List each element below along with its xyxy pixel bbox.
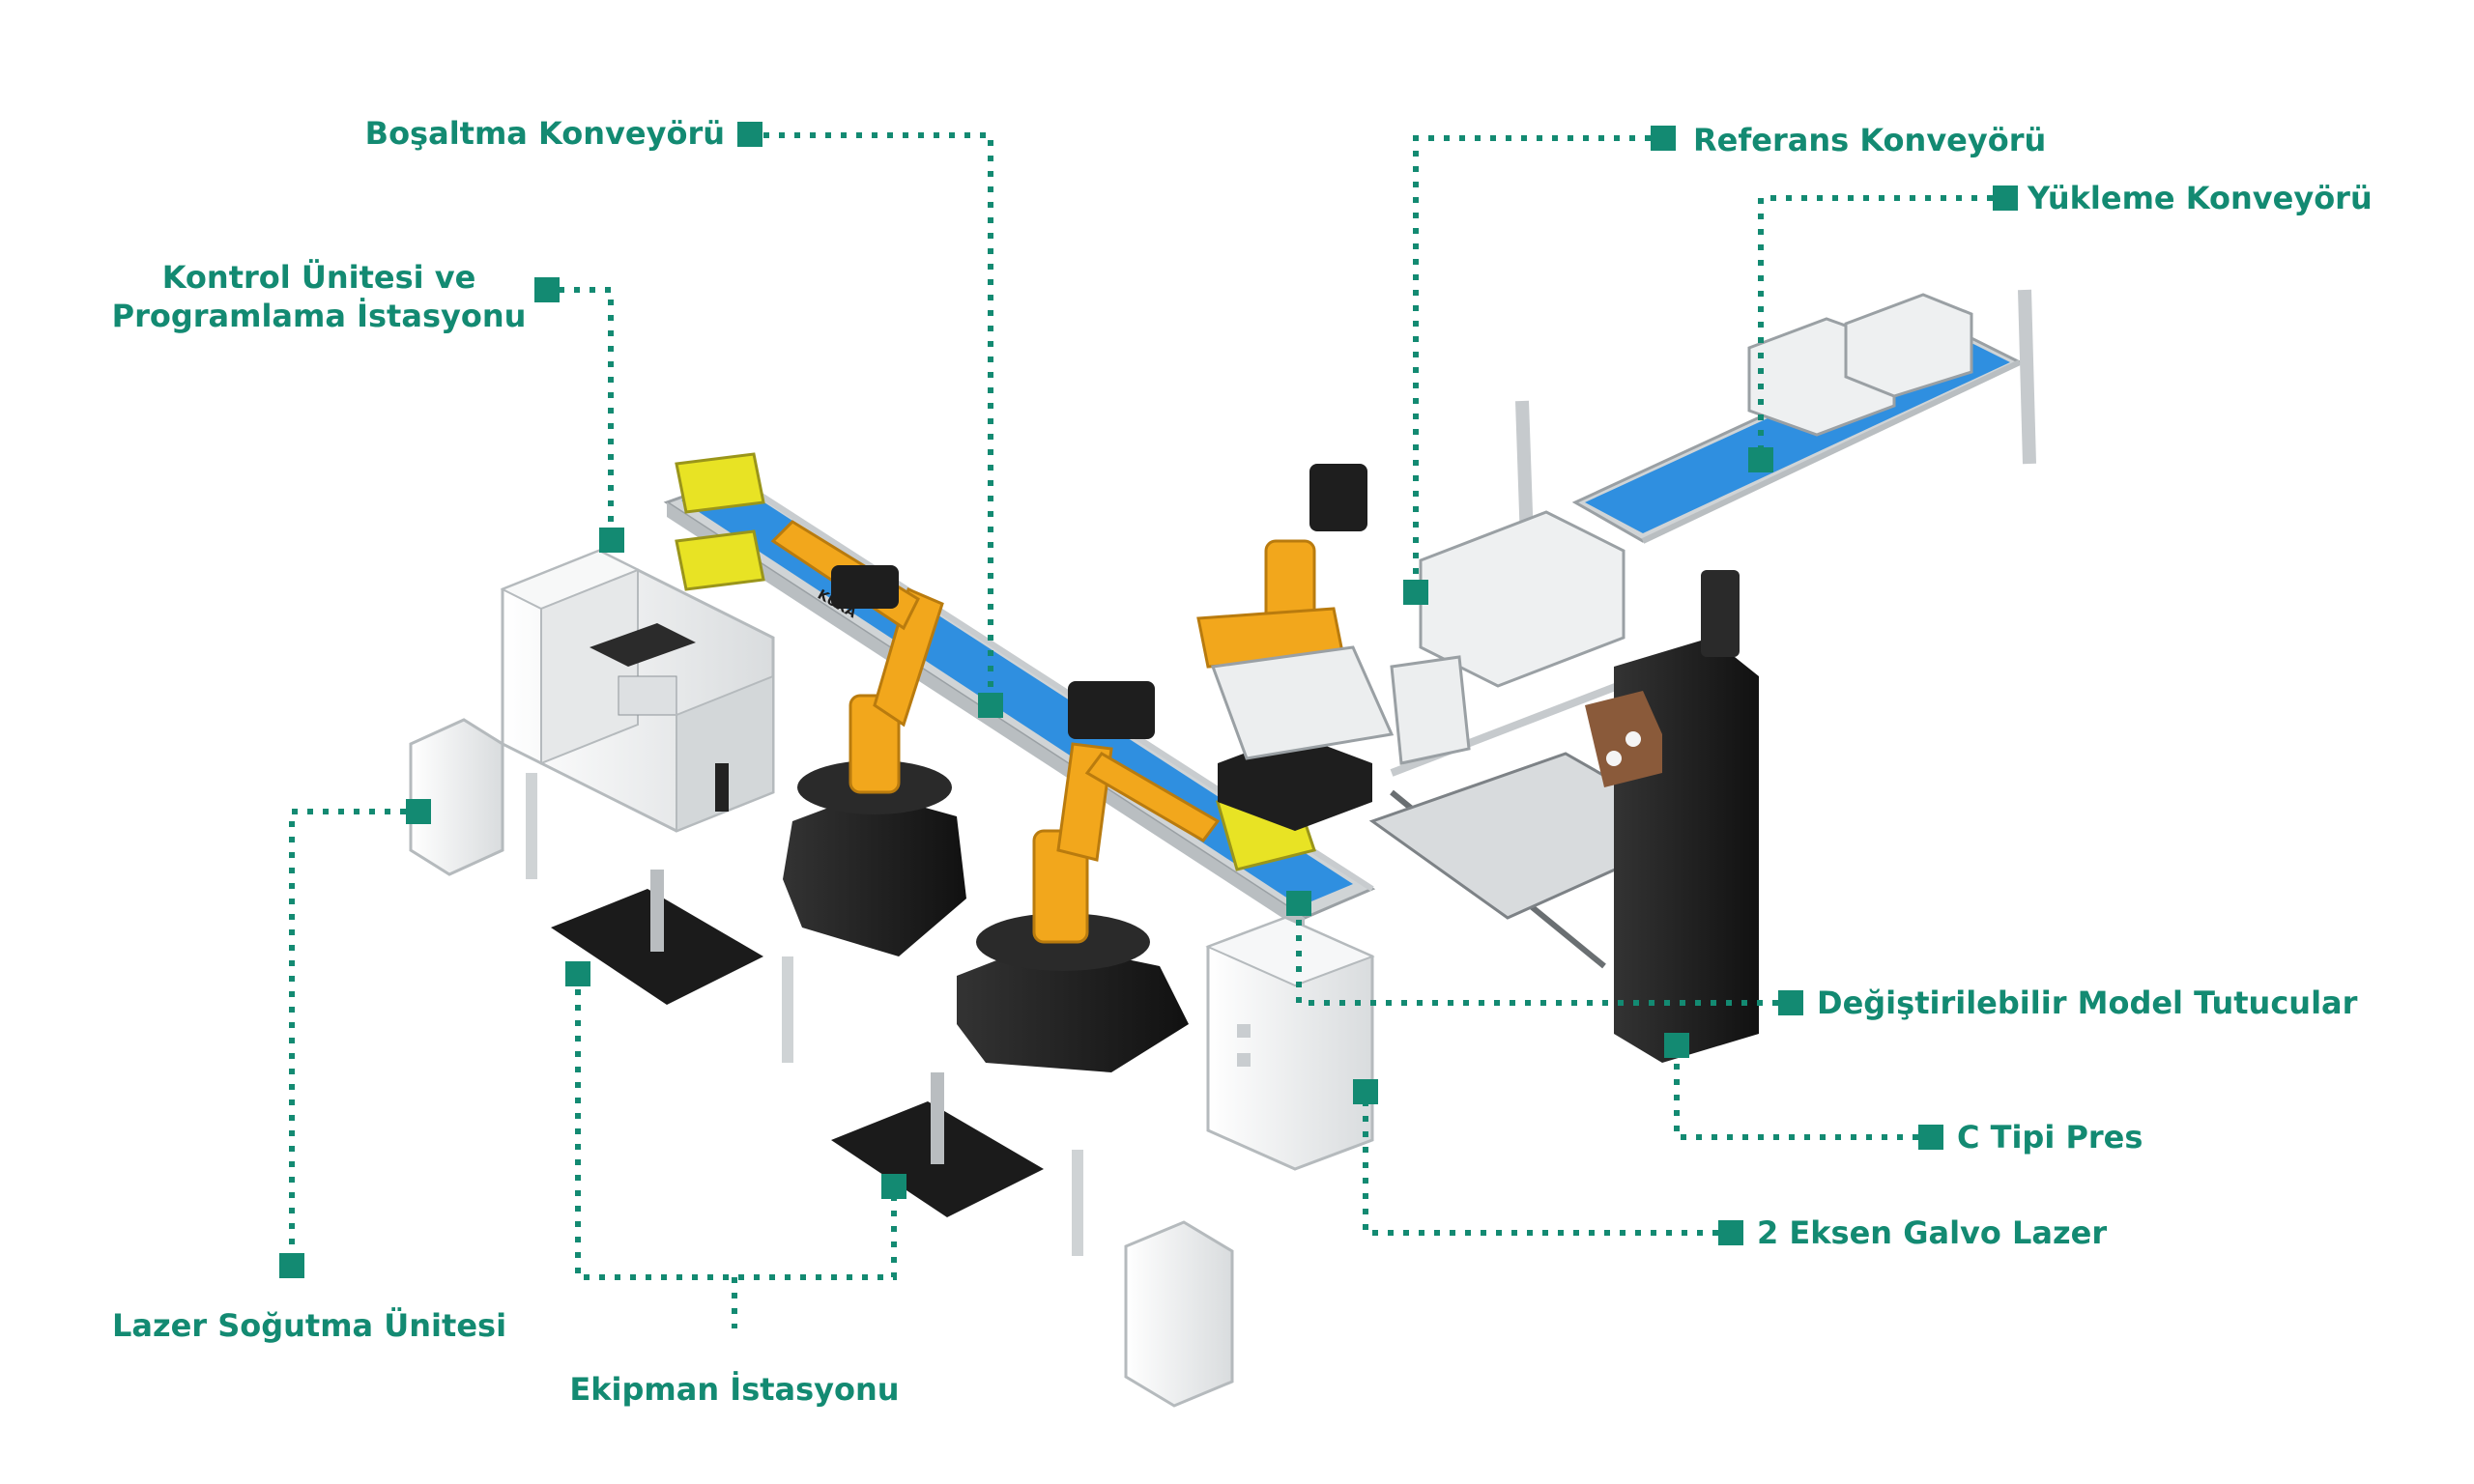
- safety-posts: [526, 773, 1083, 1256]
- marker-kontrol-target: [599, 528, 624, 553]
- robot-arm-3: [1196, 464, 1372, 831]
- laser-chiller-2: [1124, 1220, 1234, 1408]
- marker-c-tipi: [1918, 1125, 1943, 1150]
- marker-galvo-target: [1353, 1079, 1378, 1104]
- label-degistirilebilir-model-tutucular: Değiştirilebilir Model Tutucular: [1817, 985, 2358, 1021]
- label-kontrol-unitesi-line2: Programlama İstasyonu: [111, 298, 527, 334]
- label-yukleme-konveyoru: Yükleme Konveyörü: [2028, 180, 2373, 216]
- control-unit: [500, 549, 775, 833]
- marker-kontrol: [534, 277, 560, 302]
- marker-galvo: [1718, 1220, 1743, 1245]
- callout-markers: [279, 122, 2018, 1278]
- robot-arm-2: [957, 681, 1316, 1072]
- label-bosaltma-konveyoru: Boşaltma Konveyörü: [364, 115, 725, 152]
- label-lazer-sogutma-unitesi: Lazer Soğutma Ünitesi: [111, 1307, 507, 1344]
- c-type-press: [1585, 570, 1759, 1063]
- marker-yukleme: [1993, 186, 2018, 211]
- label-c-tipi-pres: C Tipi Pres: [1957, 1119, 2143, 1156]
- marker-ekipman-target-2: [881, 1174, 906, 1199]
- equipment-station-1: [551, 870, 763, 1005]
- marker-ekipman-target-1: [565, 961, 590, 986]
- robot-arm-1: KUKA: [675, 452, 966, 956]
- marker-bosaltma: [737, 122, 762, 147]
- marker-referans-target: [1403, 580, 1428, 605]
- label-kontrol-unitesi-line1: Kontrol Ünitesi ve: [161, 259, 476, 296]
- loading-conveyor: [1515, 289, 2036, 544]
- marker-sogutma-target: [406, 799, 431, 824]
- marker-yukleme-target: [1748, 447, 1773, 472]
- laser-chiller-1: [409, 718, 504, 876]
- galvo-laser-cabinet: [1205, 916, 1375, 1171]
- marker-c-tipi-target: [1664, 1033, 1689, 1058]
- marker-referans: [1651, 126, 1676, 151]
- marker-degistirilebilir: [1778, 990, 1803, 1015]
- equipment-station-2: [831, 1072, 1044, 1217]
- callout-lines: [289, 132, 1993, 1328]
- label-ekipman-istasyonu: Ekipman İstasyonu: [569, 1371, 900, 1408]
- marker-degistirilebilir-target: [1286, 891, 1311, 916]
- marker-sogutma: [279, 1253, 304, 1278]
- label-referans-konveyoru: Referans Konveyörü: [1693, 122, 2047, 158]
- marker-bosaltma-target: [978, 693, 1003, 718]
- label-2-eksen-galvo-lazer: 2 Eksen Galvo Lazer: [1757, 1214, 2108, 1251]
